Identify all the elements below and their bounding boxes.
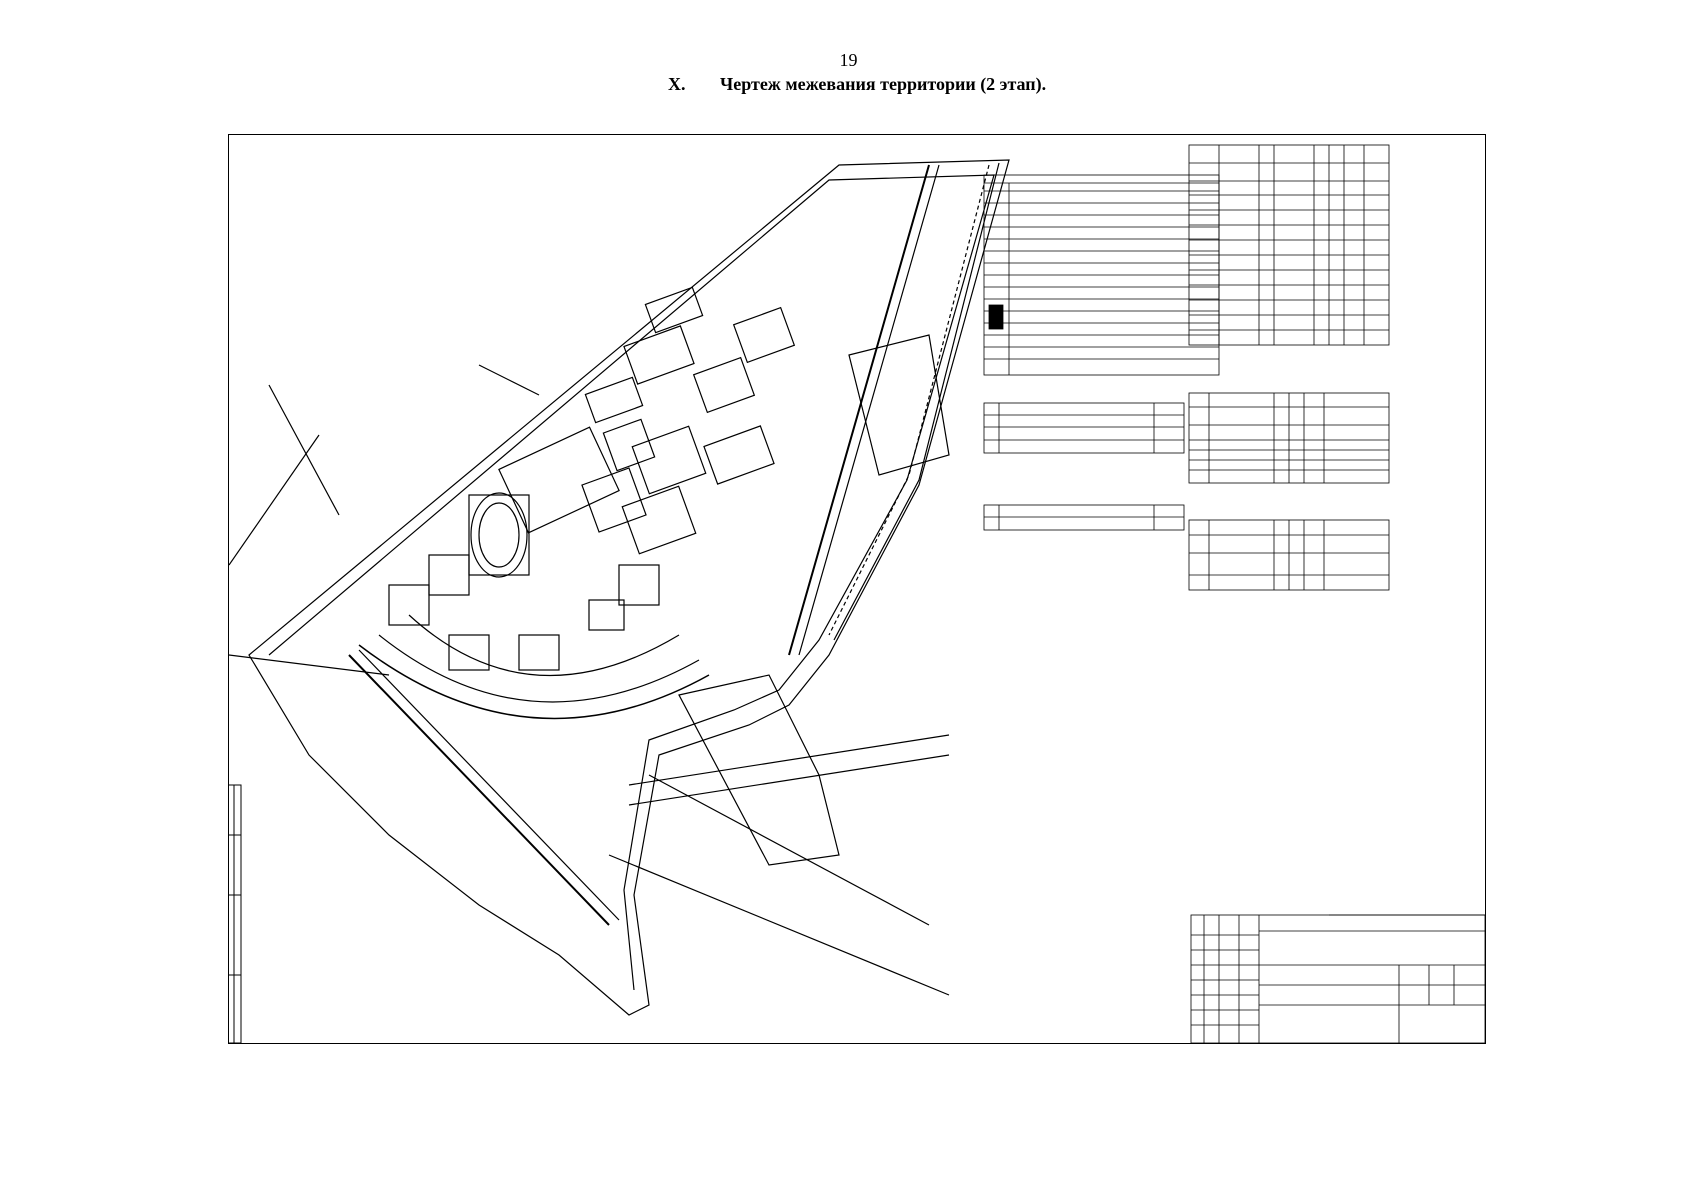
page-number: 19 bbox=[839, 50, 858, 70]
section-title-text: Чертеж межевания территории (2 этап). bbox=[720, 74, 1047, 94]
section-title: X. Чертеж межевания территории (2 этап). bbox=[668, 74, 1046, 95]
legend-table bbox=[983, 174, 1220, 376]
planned-objects-table bbox=[1188, 519, 1390, 591]
drawing-sheet bbox=[228, 134, 1486, 1044]
existing-objects-table bbox=[1188, 392, 1390, 484]
title-block bbox=[1190, 914, 1486, 1044]
common-plots-table bbox=[983, 504, 1185, 531]
drawing-canvas bbox=[229, 144, 1486, 1044]
plots-table bbox=[983, 402, 1185, 454]
site-plan bbox=[229, 159, 1010, 1016]
side-stamp bbox=[229, 784, 242, 1044]
section-number: X. bbox=[668, 74, 686, 94]
capital-objects-table bbox=[1188, 144, 1390, 346]
